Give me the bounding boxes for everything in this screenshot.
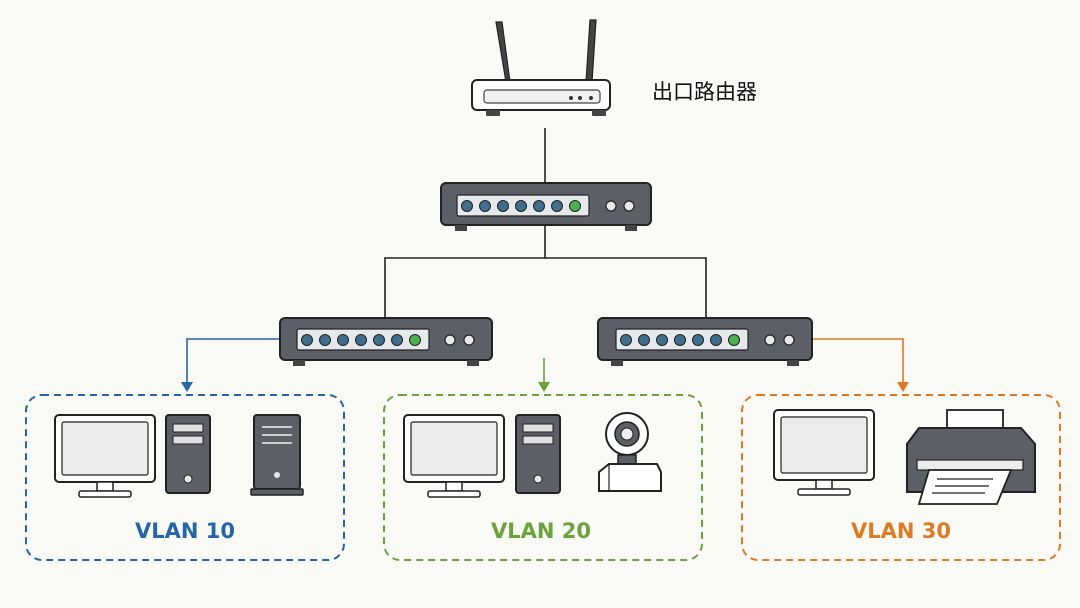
core-switch-ports bbox=[461, 200, 581, 212]
core-switch-icon[interactable] bbox=[440, 182, 652, 231]
switch-port bbox=[373, 334, 385, 346]
vlan20-label: VLAN 20 bbox=[491, 519, 591, 543]
switch-port bbox=[479, 200, 491, 212]
vlan10-label: VLAN 10 bbox=[135, 519, 235, 543]
switch-port bbox=[391, 334, 403, 346]
pc-tower-icon[interactable] bbox=[165, 414, 211, 494]
printer-icon[interactable] bbox=[906, 409, 1036, 505]
switch-port bbox=[301, 334, 313, 346]
vlan10-arrow bbox=[181, 338, 280, 392]
vlan30-arrow bbox=[812, 338, 909, 392]
switch-port bbox=[728, 334, 740, 346]
switch-port bbox=[461, 200, 473, 212]
switch-port bbox=[319, 334, 331, 346]
monitor-icon[interactable] bbox=[773, 409, 875, 496]
switch-port bbox=[515, 200, 527, 212]
webcam-icon[interactable] bbox=[598, 412, 662, 492]
access-switch-icon-right[interactable] bbox=[597, 317, 813, 366]
core-to-right-switch-link bbox=[545, 257, 707, 318]
monitor-icon[interactable] bbox=[403, 414, 505, 498]
server-tower-icon[interactable] bbox=[250, 414, 304, 496]
core-to-left-switch-link bbox=[384, 225, 546, 318]
switch-port bbox=[551, 200, 563, 212]
switch-port bbox=[497, 200, 509, 212]
links bbox=[384, 128, 707, 318]
vlan10-box bbox=[25, 394, 345, 561]
switch-port bbox=[656, 334, 668, 346]
switch-port bbox=[710, 334, 722, 346]
left-switch-ports bbox=[301, 334, 421, 346]
router-label: 出口路由器 bbox=[652, 80, 757, 104]
switch-port bbox=[638, 334, 650, 346]
switch-port bbox=[569, 200, 581, 212]
switch-port bbox=[409, 334, 421, 346]
access-switch-icon-left[interactable] bbox=[279, 317, 493, 366]
pc-tower-icon[interactable] bbox=[515, 414, 561, 494]
vlan30-label: VLAN 30 bbox=[851, 519, 951, 543]
switch-port bbox=[533, 200, 545, 212]
vlan20-box bbox=[383, 394, 703, 561]
switch-port bbox=[620, 334, 632, 346]
monitor-icon[interactable] bbox=[54, 414, 156, 498]
vlan20-arrow bbox=[538, 358, 550, 392]
vlan30-box bbox=[741, 394, 1061, 561]
switch-port bbox=[692, 334, 704, 346]
switch-port bbox=[337, 334, 349, 346]
switch-port bbox=[674, 334, 686, 346]
switch-port bbox=[355, 334, 367, 346]
right-switch-ports bbox=[620, 334, 740, 346]
router-icon[interactable] bbox=[471, 19, 611, 116]
